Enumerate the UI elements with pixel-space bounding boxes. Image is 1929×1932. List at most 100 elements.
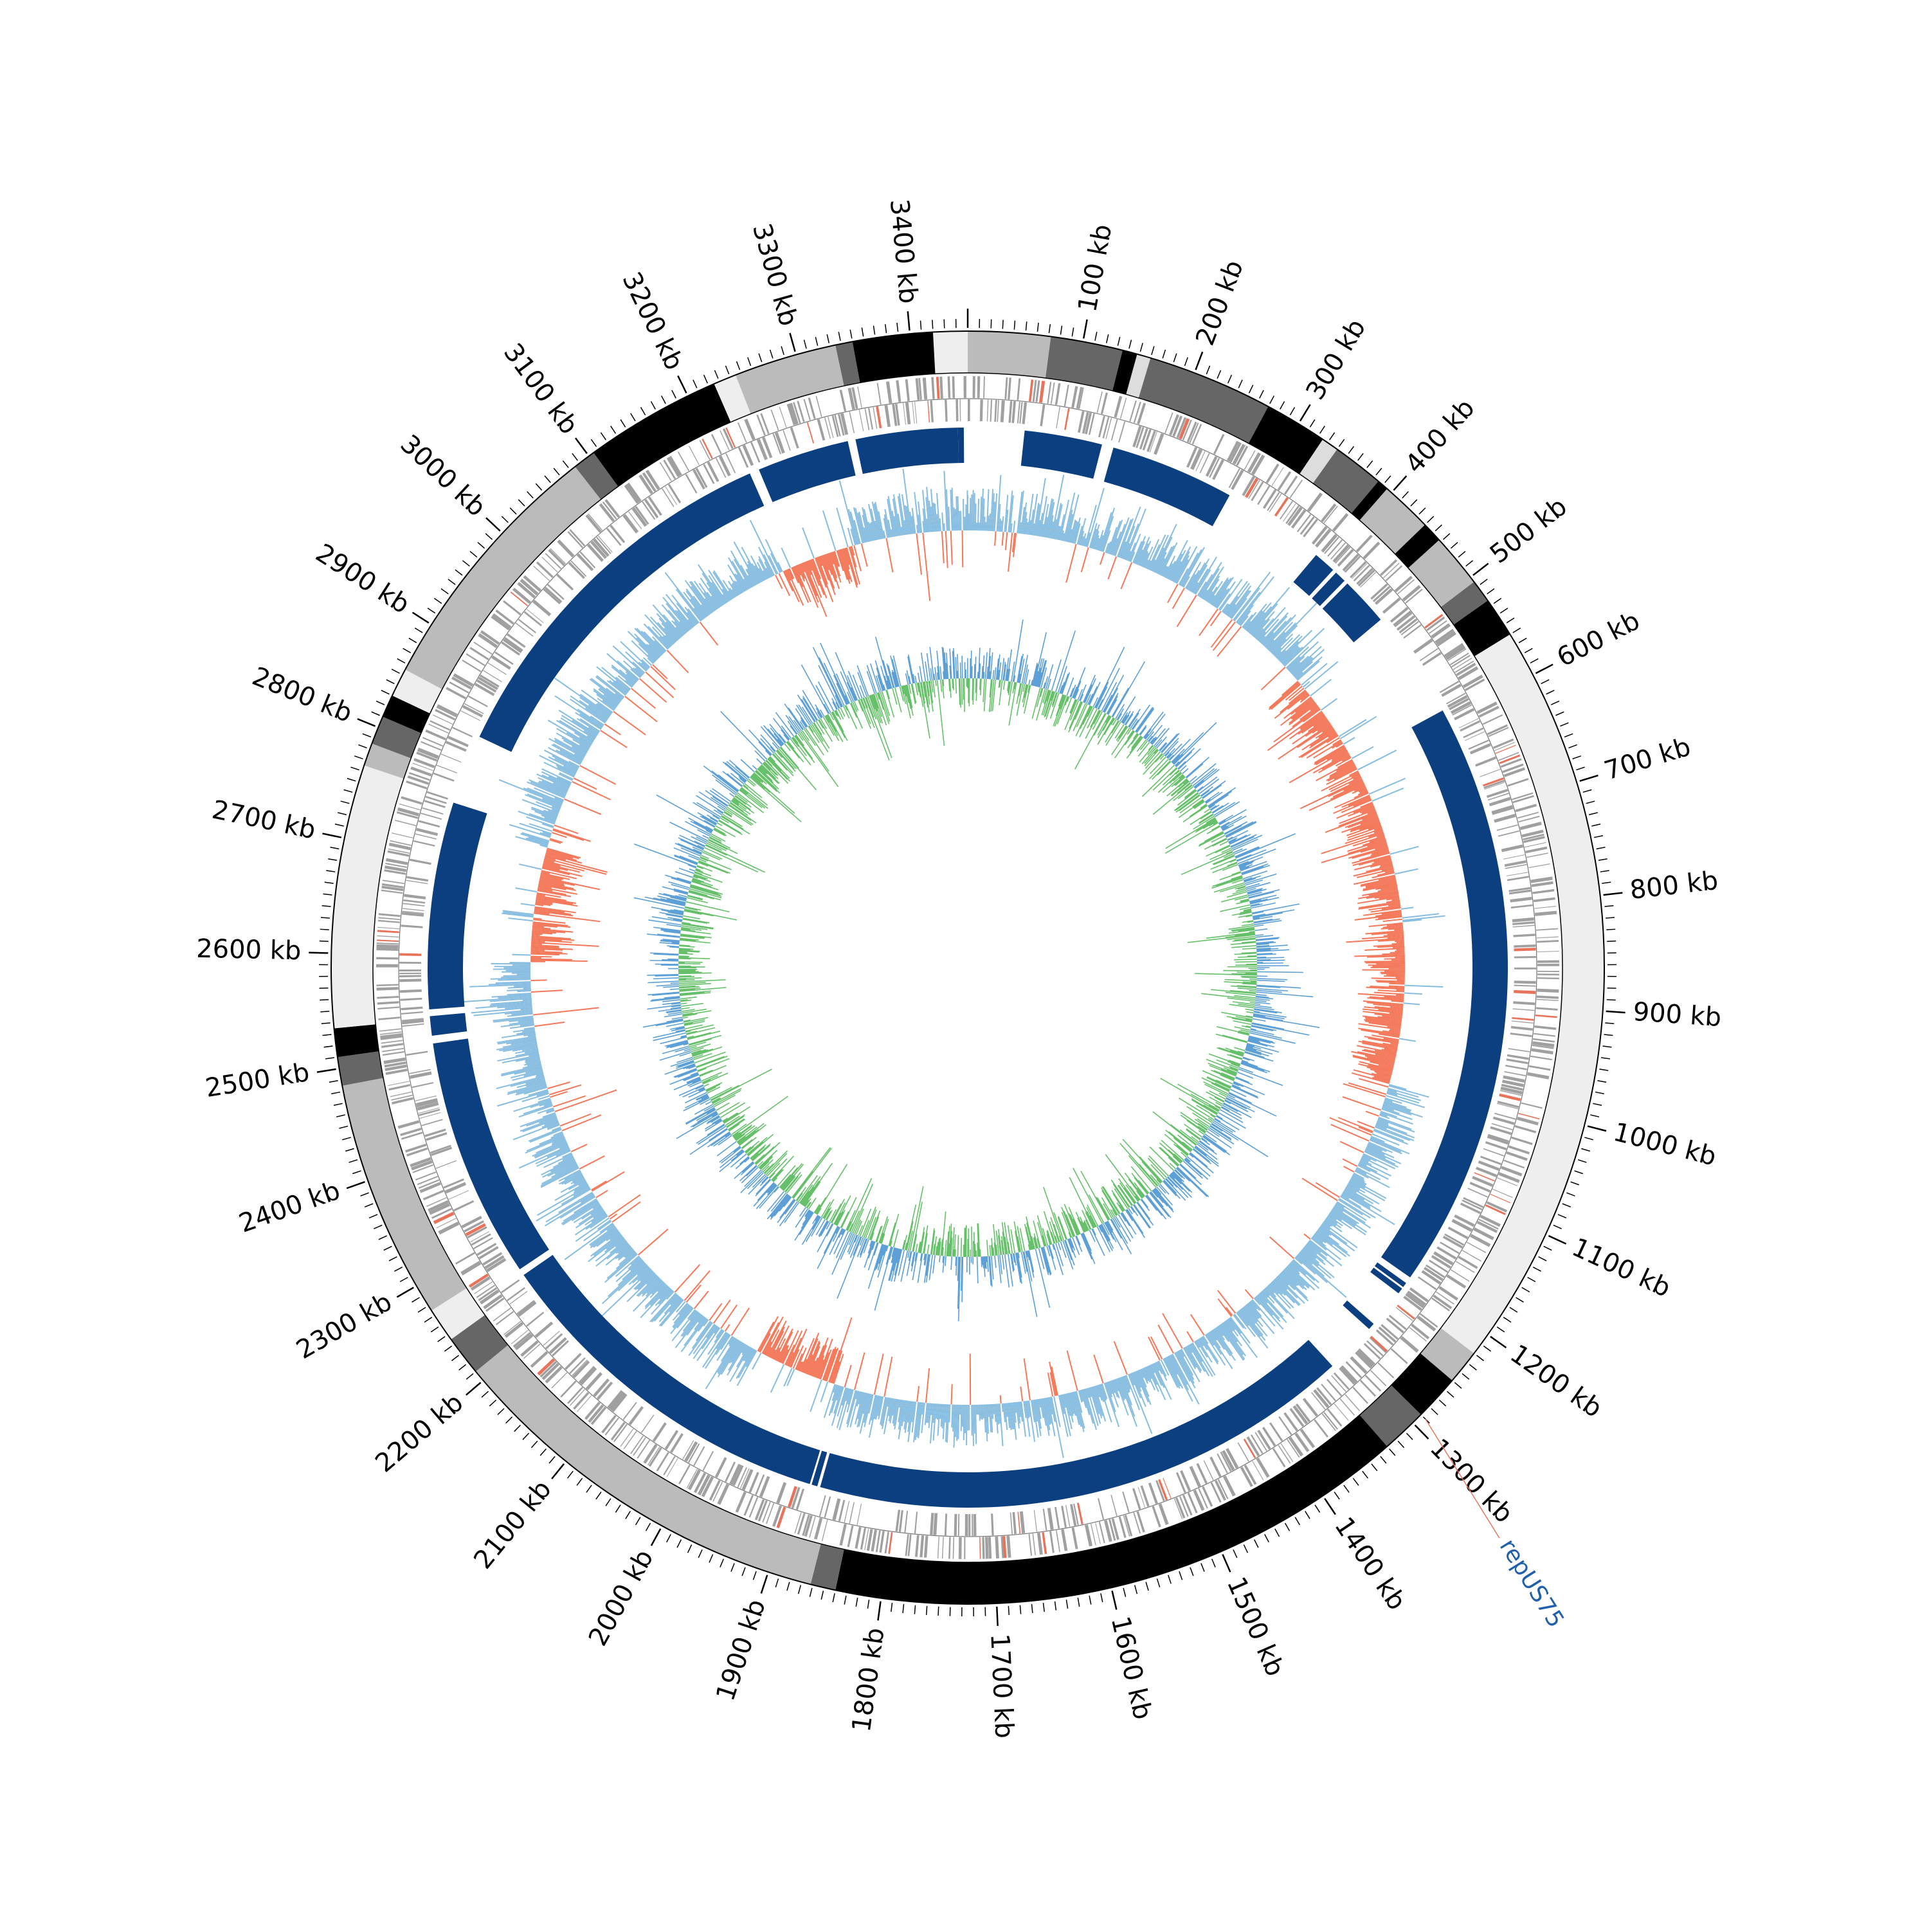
skew-bar: [923, 533, 930, 601]
cds-feature: [840, 1524, 847, 1546]
gc-bar: [1253, 910, 1294, 917]
gc-bar: [1145, 714, 1165, 739]
cds-feature: [526, 1312, 544, 1326]
gc-bar: [955, 657, 956, 678]
cds-feature: [1323, 1412, 1338, 1430]
cds-feature: [1274, 497, 1289, 516]
cds-feature: [997, 400, 999, 422]
gc-bar: [1238, 1069, 1283, 1086]
cds-feature: [1535, 911, 1557, 916]
gc-bar: [712, 1088, 741, 1104]
gc-bar: [889, 1214, 898, 1246]
cds-feature: [1289, 480, 1303, 498]
gc-bar: [1256, 992, 1313, 997]
gc-bar: [683, 918, 710, 923]
gc-bar: [802, 700, 816, 722]
cds-feature: [1507, 1058, 1528, 1064]
cds-feature: [1513, 1008, 1535, 1011]
cds-feature: [1042, 1532, 1047, 1554]
cds-feature: [1483, 714, 1503, 725]
skew-bar: [848, 528, 853, 546]
cds-feature: [1064, 408, 1070, 430]
skew-bar: [884, 1357, 892, 1396]
cds-feature: [919, 1535, 924, 1557]
gc-bar: [1246, 1012, 1253, 1013]
gc-bar: [678, 976, 691, 977]
skew-bar: [530, 959, 572, 960]
skew-bar: [973, 490, 974, 530]
skew-bar: [1399, 1038, 1416, 1041]
cds-feature: [973, 376, 975, 398]
skew-bar: [1343, 1159, 1357, 1167]
gc-bar: [869, 696, 892, 758]
skew-bar: [548, 1082, 570, 1088]
gc-bar: [1256, 995, 1267, 996]
cds-feature: [942, 1537, 944, 1558]
skew-bar: [516, 888, 538, 892]
skew-bar: [613, 712, 646, 735]
gc-bar: [1195, 770, 1219, 789]
gc-bar: [648, 981, 678, 982]
gc-bar: [1254, 929, 1267, 931]
skew-bar: [1397, 942, 1404, 943]
cds-feature: [987, 400, 989, 422]
gc-bar: [1173, 732, 1204, 763]
cds-feature: [1343, 554, 1359, 571]
gc-bar: [927, 1245, 928, 1254]
cds-feature: [1475, 757, 1496, 767]
gc-bar: [732, 1096, 788, 1136]
cds-feature: [1494, 814, 1516, 823]
skew-bar: [565, 1224, 613, 1259]
cds-feature: [982, 1537, 984, 1559]
skew-bar: [1384, 976, 1405, 977]
cds-feature: [1501, 844, 1523, 852]
gc-bar: [915, 676, 916, 683]
cds-feature: [1051, 383, 1055, 404]
cds-feature: [983, 376, 985, 398]
gc-bar: [1035, 1249, 1049, 1307]
gc-bar: [1173, 723, 1216, 764]
cds-feature: [991, 1513, 994, 1535]
gc-bar: [750, 777, 801, 822]
gc-bar: [935, 667, 936, 680]
gc-bar: [795, 1212, 813, 1240]
skew-bar: [1372, 978, 1405, 979]
skew-bar: [1401, 907, 1413, 909]
cds-feature: [717, 1484, 729, 1505]
skew-bar: [840, 481, 856, 545]
cds-feature: [1507, 778, 1528, 787]
gc-bar: [653, 978, 678, 979]
gc-bar: [700, 1065, 727, 1076]
gc-bar: [911, 684, 915, 704]
skew-bar: [1151, 1337, 1162, 1359]
skew-bar: [1211, 611, 1221, 626]
skew-bar: [951, 531, 952, 565]
skew-bar: [946, 531, 948, 568]
skew-bar: [1396, 995, 1404, 996]
skew-bar: [694, 1291, 709, 1308]
skew-bar: [1163, 1314, 1182, 1349]
skew-bar: [732, 1308, 749, 1335]
gc-bar: [1234, 1047, 1245, 1051]
cds-feature: [1055, 1507, 1060, 1529]
cds-feature: [670, 1433, 684, 1453]
gc-bar: [643, 1020, 684, 1027]
skew-bar: [979, 1405, 980, 1421]
skew-bar: [1148, 1337, 1160, 1360]
skew-bar: [1049, 1362, 1056, 1396]
gc-bar: [953, 679, 954, 691]
skew-bar: [1340, 716, 1376, 739]
gc-bar: [803, 696, 818, 721]
skew-bar: [1199, 609, 1218, 636]
gc-bar: [961, 1238, 962, 1256]
skew-bar: [955, 1405, 956, 1437]
cds-feature: [1352, 1387, 1368, 1404]
skew-bar: [521, 903, 535, 905]
cds-feature: [518, 1301, 537, 1317]
cds-feature: [501, 1279, 520, 1294]
cds-feature: [565, 1353, 582, 1370]
skew-bar: [771, 1364, 784, 1393]
skew-bar: [1066, 544, 1076, 582]
skew-bar: [1395, 869, 1418, 874]
cds-feature: [1360, 1380, 1376, 1396]
